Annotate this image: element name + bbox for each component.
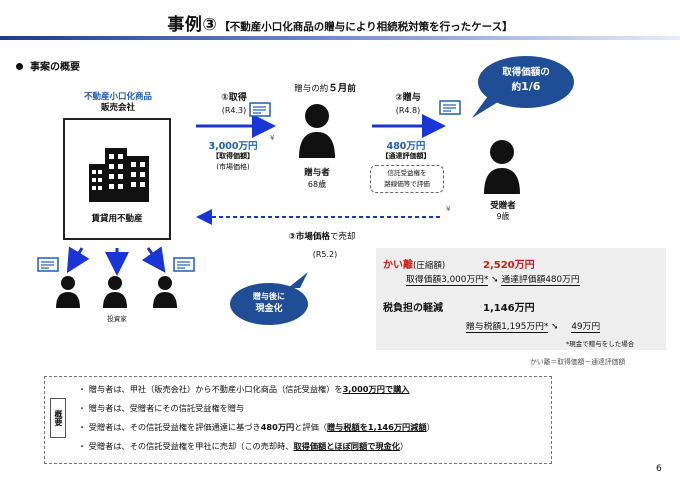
summary-line-4-emph: 取得価額とほぼ同額で現金化 <box>293 441 400 451</box>
eval-note-line1: 信託受益権を <box>387 169 427 177</box>
summary-panel <box>376 248 666 350</box>
bubble-bottom-line2: 現金化 <box>255 304 283 314</box>
page-number: 6 <box>656 464 662 474</box>
title-sub: 【不動産小口化商品の贈与により相続税対策を行ったケース】 <box>219 21 513 33</box>
certificate-icon <box>249 102 271 117</box>
step3-label-rest: で売却 <box>329 232 356 242</box>
donation-timing: 贈与の約５月前 <box>285 80 365 94</box>
title-main: 事例③ <box>167 15 218 35</box>
summary-line-1-text: ・ 贈与者は、甲社（販売会社）から不動産小口化商品（信託受益権）を <box>78 384 343 394</box>
title-rule <box>0 36 680 40</box>
section-heading-text: 事案の概要 <box>30 62 80 73</box>
gap-formula: 取得価額3,000万円* ➘ 通達評価額480万円 <box>406 272 658 286</box>
step2-label: ②贈与 <box>395 93 421 103</box>
certificate-icon <box>173 257 195 272</box>
step1-amount: 3,000万円 <box>208 141 258 152</box>
summary-line-3-text: ・ 受贈者は、その信託受益権を評価通達に基づき <box>78 422 261 432</box>
bubble-cash-out: 贈与後に 現金化 <box>230 283 308 325</box>
bubble-top-line1: 取得価額の <box>502 67 550 78</box>
tax-formula: 贈与税額1,195万円* ➘ 49万円 <box>466 319 666 333</box>
step2-amount: 480万円 <box>386 141 426 152</box>
summary-tag: 概要 <box>50 398 66 438</box>
company-name: 不動産小口化商品 販売会社 <box>48 92 188 114</box>
donee-label: 受贈者 <box>490 201 516 211</box>
donation-timing-suffix: 前 <box>347 84 356 94</box>
investors-icon-group <box>56 276 177 308</box>
page-title: 事例③【不動産小口化商品の贈与により相続税対策を行ったケース】 <box>0 10 680 35</box>
company-box: 賃貸用不動産 <box>63 118 171 240</box>
tax-formula-right: 49万円 <box>571 322 601 333</box>
donation-timing-prefix: 贈与の約 <box>294 84 329 94</box>
bubble-top-prefix: 約 <box>511 82 522 93</box>
gap-label: かい離 <box>383 260 413 271</box>
donee-age: 9歳 <box>496 212 510 221</box>
investors-label: 投資家 <box>107 315 127 323</box>
building-label: 賃貸用不動産 <box>91 214 143 224</box>
bubble-one-sixth: 取得価額の 約1/6 <box>478 56 574 108</box>
section-heading: 事案の概要 <box>16 58 80 73</box>
donor-person-icon <box>299 104 335 158</box>
summary-line-3: ・ 受贈者は、その信託受益権を評価通達に基づき480万円と評価（贈与税額を1,1… <box>78 421 435 433</box>
bullet-icon <box>16 62 23 70</box>
summary-line-4: ・ 受贈者は、その信託受益権を甲社に売却（この売却時、取得価額とほぼ同額で現金化… <box>78 440 408 452</box>
donee-person-icon <box>484 140 520 194</box>
gap-value: 2,520万円 <box>483 260 535 271</box>
tax-formula-left: 贈与税額1,195万円* <box>466 322 549 333</box>
summary-line-4-text: ・ 受贈者は、その信託受益権を甲社に売却（この売却時、 <box>78 441 294 451</box>
gap-row: かい離(圧縮額) <box>383 256 445 271</box>
certificate-icon <box>37 257 59 272</box>
eval-note-box: 信託受益権を 路線価等で評価 <box>370 165 444 193</box>
bubble-top-value: 1/6 <box>521 80 541 93</box>
step1-note2: (市場価格) <box>216 163 250 171</box>
bubble-bottom-line1: 贈与後に <box>253 292 285 301</box>
bubble-tail <box>288 272 308 288</box>
arrow-down-icon: ➘ <box>491 275 499 285</box>
yen-mark: ¥ <box>446 205 451 213</box>
donor-label: 贈与者 <box>304 168 330 178</box>
gap-definition: かい離＝取得価額－通達評価額 <box>530 358 626 366</box>
arrow-investor-3 <box>141 246 166 273</box>
summary-line-4-end: ） <box>399 441 409 451</box>
summary-line-3-amount: 480万円 <box>260 422 295 432</box>
step1-date: (R4.3) <box>221 106 247 115</box>
summary-box <box>44 376 552 464</box>
step3-label-bold: ③市場価格 <box>288 232 330 242</box>
summary-line-3-mid: と評価（ <box>294 422 327 432</box>
gap-paren: (圧縮額) <box>413 261 446 271</box>
tax-value: 1,146万円 <box>483 303 535 314</box>
summary-line-2-text: ・ 贈与者は、受贈者にその信託受益権を贈与 <box>78 403 245 413</box>
donor-age: 68歳 <box>307 180 327 189</box>
gap-formula-right: 通達評価額480万円 <box>501 275 580 286</box>
step2-date: (R4.8) <box>395 106 421 115</box>
step3-label: ③市場価格で売却 <box>272 230 372 242</box>
summary-line-3-end: ） <box>426 422 435 432</box>
panel-footnote: *現金で贈与をした場合 <box>566 340 635 348</box>
arrow-investor-1 <box>66 246 90 274</box>
arrow-down-icon: ➘ <box>551 322 559 332</box>
certificate-icon <box>439 100 461 115</box>
step2-note: 【通達評価額】 <box>381 152 431 160</box>
step1-label: ①取得 <box>221 93 247 103</box>
donation-timing-value: ５月 <box>328 83 348 94</box>
bubble-tail <box>472 96 498 118</box>
company-name-line1: 不動産小口化商品 <box>83 92 152 102</box>
summary-line-3-emph: 贈与税額を1,146万円減額 <box>326 422 427 432</box>
step3-date: (R5.2) <box>312 250 338 259</box>
eval-note-line2: 路線価等で評価 <box>384 180 430 188</box>
building-icon <box>89 148 149 202</box>
company-name-line2: 販売会社 <box>100 103 135 113</box>
summary-line-1: ・ 贈与者は、甲社（販売会社）から不動産小口化商品（信託受益権）を3,000万円… <box>78 383 409 395</box>
step1-note1: 【取得価額】 <box>212 152 254 160</box>
gap-formula-left: 取得価額3,000万円* <box>406 275 489 286</box>
summary-line-2: ・ 贈与者は、受贈者にその信託受益権を贈与 <box>78 402 244 414</box>
tax-label: 税負担の軽減 <box>383 303 443 314</box>
yen-mark: ¥ <box>270 134 275 142</box>
summary-line-1-emph: 3,000万円で購入 <box>342 384 410 394</box>
